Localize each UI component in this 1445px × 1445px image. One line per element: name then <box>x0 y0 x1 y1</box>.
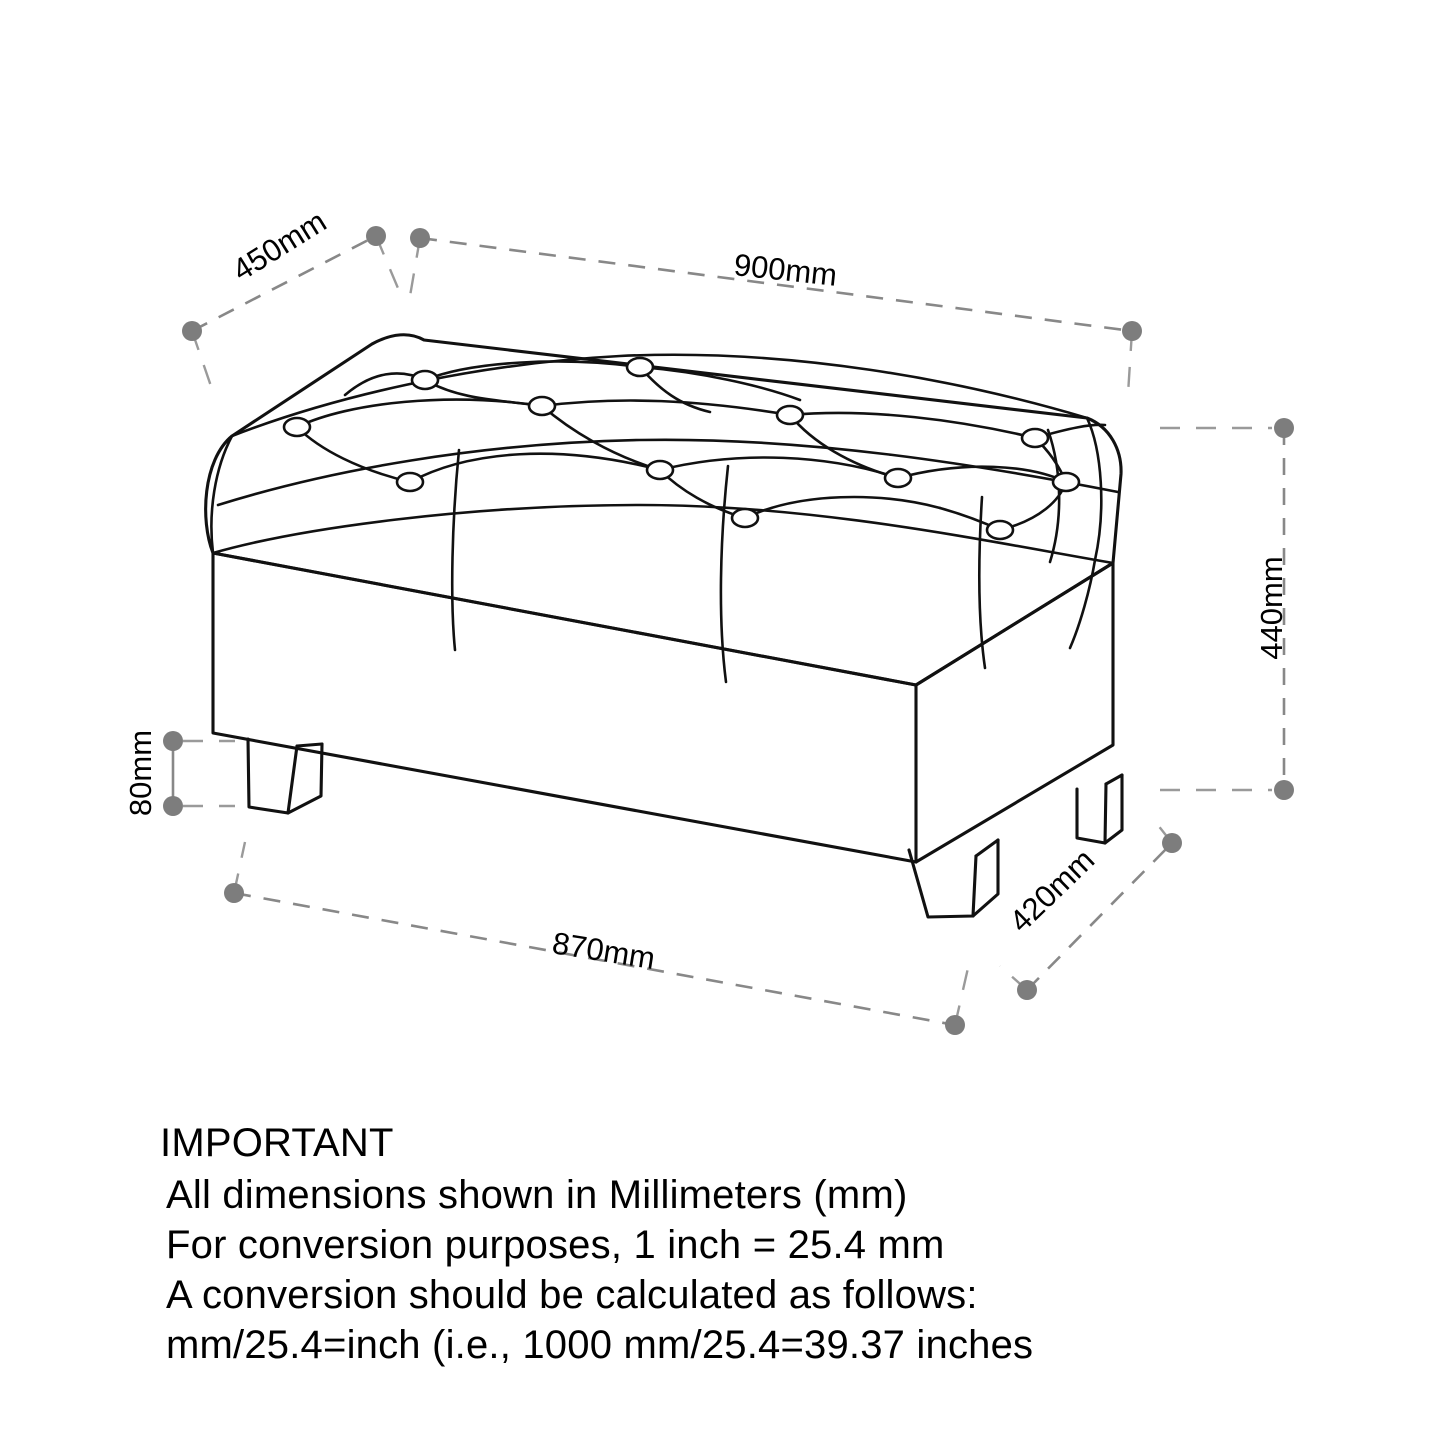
tuft-arc-r2-a <box>295 398 544 429</box>
leg-front-left <box>246 737 299 815</box>
lid-front-seam-3 <box>977 495 987 670</box>
tuft-button <box>395 471 425 493</box>
node-870-right <box>945 1015 965 1035</box>
lid-silhouette <box>204 333 1123 687</box>
leg-front-right <box>907 848 978 919</box>
notes-line-1: All dimensions shown in Millimeters (mm) <box>166 1173 908 1217</box>
tuft-arc-r3-c <box>896 465 1068 484</box>
ottoman-body <box>211 551 1115 864</box>
leg-rear-right-side <box>1103 773 1124 845</box>
tuft-button <box>730 507 760 529</box>
leg-front-left-side <box>286 742 324 815</box>
tuft-button <box>985 519 1015 541</box>
tuft-link-r2-r3-a <box>295 425 412 484</box>
leg-front-right-side <box>971 838 1000 918</box>
tuft-button <box>1051 471 1081 493</box>
node-80-bottom <box>163 796 183 816</box>
node-450-left <box>182 321 202 341</box>
dim-line-870 <box>233 891 956 1027</box>
tuft-button <box>883 467 913 489</box>
dim-label-80mm: 80mm <box>123 730 158 816</box>
notes-title: IMPORTANT <box>160 1121 394 1165</box>
tuft-arc-r4-a <box>743 495 942 520</box>
tuft-arc-r3-a <box>408 452 662 484</box>
node-420-right <box>1162 833 1182 853</box>
leg-rear-right <box>1075 782 1108 845</box>
tuft-button <box>1020 427 1050 449</box>
tuft-button <box>282 416 312 438</box>
tuft-arc-r1-c <box>638 365 802 402</box>
dim-label-450mm: 450mm <box>226 203 332 287</box>
dim-label-420mm: 420mm <box>1003 842 1102 939</box>
leg-front-left-top <box>295 742 324 748</box>
dimension-420mm: 420mm <box>999 814 1182 1000</box>
dimension-900mm: 900mm <box>407 228 1142 395</box>
dimension-450mm: 450mm <box>182 203 405 393</box>
body-front-face <box>211 551 918 864</box>
notes-line-2: For conversion purposes, 1 inch = 25.4 m… <box>166 1223 945 1267</box>
tuft-button <box>527 395 557 417</box>
leg-front-right-top <box>974 838 1000 858</box>
tuft-button <box>645 459 675 481</box>
tuft-button <box>410 369 440 391</box>
witness-450-right <box>374 235 405 301</box>
tuft-link-r1-r2-a <box>423 378 544 408</box>
lid-left-wrap <box>210 434 234 555</box>
tuft-arc-r1-b <box>423 360 642 382</box>
important-notes: IMPORTANT All dimensions shown in Millim… <box>160 1118 1310 1370</box>
node-440-top <box>1274 418 1294 438</box>
dim-label-440mm: 440mm <box>1254 556 1289 659</box>
node-450-right <box>366 226 386 246</box>
tuft-arc-r2-c <box>788 411 1037 440</box>
dimension-870mm: 870mm <box>224 841 970 1035</box>
lid-tufting-pattern <box>282 356 1107 541</box>
node-870-left <box>224 883 244 903</box>
lid-right-wrap <box>1068 416 1103 650</box>
witness-900-right <box>1126 330 1134 395</box>
ottoman-lid <box>204 333 1123 687</box>
witness-450-left <box>190 330 215 393</box>
leg-rear-right-top <box>1104 773 1124 786</box>
node-440-bottom <box>1274 780 1294 800</box>
dim-line-450 <box>191 234 377 333</box>
node-900-right <box>1122 321 1142 341</box>
dimension-80mm: 80mm <box>123 730 235 816</box>
node-420-left <box>1017 980 1037 1000</box>
tuft-arc-r2-b <box>540 399 792 417</box>
notes-line-3: A conversion should be calculated as fol… <box>166 1273 978 1317</box>
ottoman-legs <box>246 737 1124 919</box>
node-80-top <box>163 731 183 751</box>
tuft-link-r3-r4-a <box>658 468 747 520</box>
dimension-440mm: 440mm <box>1160 418 1294 800</box>
dim-label-900mm: 900mm <box>732 247 838 293</box>
dim-line-420 <box>1026 842 1173 991</box>
tuft-button <box>775 404 805 426</box>
tuft-arc-r3-b <box>658 456 900 480</box>
dim-label-870mm: 870mm <box>550 925 658 976</box>
lid-front-seam-2 <box>719 464 730 684</box>
node-900-left <box>410 228 430 248</box>
witness-900-left <box>407 237 422 303</box>
tuft-link-r2-r3-b <box>540 404 662 472</box>
notes-line-4: mm/25.4=inch (i.e., 1000 mm/25.4=39.37 i… <box>166 1323 1034 1367</box>
lid-front-roll-seam <box>211 503 1115 565</box>
tuft-button <box>625 356 655 378</box>
lid-back-ridge <box>230 353 1089 438</box>
lid-front-seam-1 <box>450 448 461 652</box>
